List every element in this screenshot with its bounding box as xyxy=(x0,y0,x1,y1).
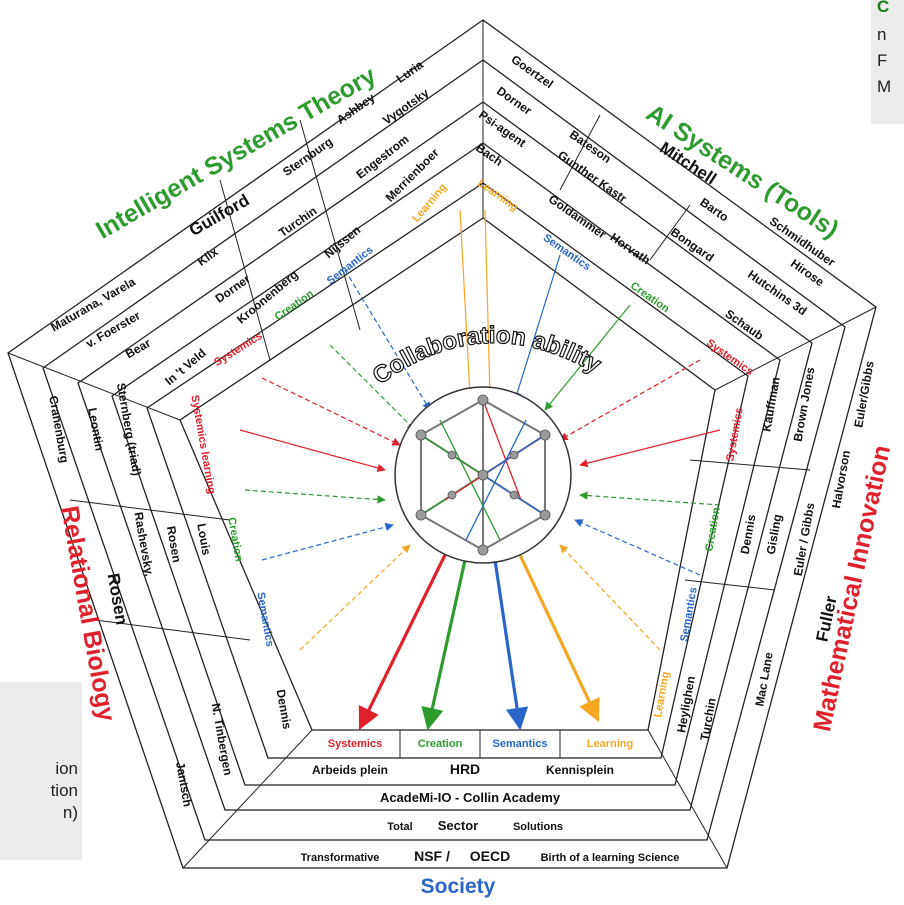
note-top-right-line-1: n xyxy=(877,25,887,44)
row1-hrd: HRD xyxy=(450,761,480,777)
name-turchin-right: Turchin xyxy=(697,697,718,742)
note-top-right-line-0: C xyxy=(877,0,890,16)
note-bottom-left-line-0: ion xyxy=(55,759,78,778)
name-tinbergen: N. Tinbergen xyxy=(209,702,235,776)
label-learning-bottom: Learning xyxy=(587,738,633,750)
note-bottom-left-line-1: tion xyxy=(50,781,78,800)
name-rosen-small: Rosen xyxy=(164,525,184,564)
note-top-right: C n F M xyxy=(871,0,904,124)
name-dennis-right: Dennis xyxy=(738,513,759,555)
row1-arbeidsplein: Arbeids plein xyxy=(312,763,388,777)
center-title: Collaboration ability xyxy=(368,322,606,390)
name-kauffman: Kauffman xyxy=(759,376,782,433)
name-guilford: Guilford xyxy=(186,190,253,240)
collaboration-sphere xyxy=(394,386,572,564)
title-mathematical-innovation: Mathematical Innovation xyxy=(808,443,896,734)
name-box-dividers xyxy=(69,114,811,758)
row4-transformative: Transformative xyxy=(301,852,380,864)
name-barto: Barto xyxy=(697,195,731,224)
name-halvorson: Halvorson xyxy=(829,449,853,509)
name-goldammer: Goldammer xyxy=(546,192,609,242)
label-creation-left: Creation xyxy=(225,516,245,562)
label-learning-tr: Learning xyxy=(475,177,520,213)
name-bongard: Bongard xyxy=(668,225,716,265)
name-brown-jones: Brown Jones xyxy=(791,366,818,443)
name-dennis-left: Dennis xyxy=(274,688,295,730)
label-semantics-left: Semantics xyxy=(254,591,275,647)
row4-oecd: OECD xyxy=(470,848,510,864)
label-systemics-tr: Systemics xyxy=(704,337,755,378)
name-rosen-big: Rosen xyxy=(104,572,132,626)
row3-sector: Sector xyxy=(438,818,478,833)
arrows xyxy=(239,209,721,731)
name-bach: Bach xyxy=(473,141,505,169)
name-gisling: Gisling xyxy=(764,513,785,555)
label-systemics-tl: Systemics xyxy=(212,330,265,369)
title-ai-systems-tools: AI Systems (Tools) xyxy=(641,99,843,244)
note-bottom-left-line-2: n) xyxy=(62,803,78,822)
name-horvath: Horvath xyxy=(608,230,653,267)
row4-nsf: NSF / xyxy=(414,848,450,864)
name-bear: Bear xyxy=(123,336,153,362)
label-systemics-learning: Systemics learning xyxy=(188,394,217,495)
pentagon-outer xyxy=(7,19,877,869)
name-schaub: Schaub xyxy=(723,307,767,343)
label-semantics-bottom: Semantics xyxy=(492,738,547,750)
label-systemics-right: Systemics xyxy=(724,407,745,463)
pentagon-ring-5 xyxy=(146,182,749,759)
name-luria: Luria xyxy=(394,57,426,85)
name-rashevsky: Rashevsky, xyxy=(131,511,156,578)
label-learning-right: Learning xyxy=(652,671,672,719)
bottom-rows: Arbeids plein HRD Kennisplein AcadeMi-IO… xyxy=(301,761,680,864)
pentagon-ring-2 xyxy=(42,59,846,841)
title-intelligent-systems-theory: Intelligent Systems Theory xyxy=(91,61,381,244)
label-systemics-bottom: Systemics xyxy=(328,738,382,750)
note-bottom-left: ion tion n) xyxy=(0,682,82,860)
name-louis: Louis xyxy=(194,522,213,556)
name-dorner-tr: Dorner xyxy=(494,84,535,118)
label-semantics-right: Semantics xyxy=(678,586,699,642)
label-creation-tr: Creation xyxy=(628,280,672,316)
name-turchin-tl: Turchin xyxy=(276,204,319,240)
name-klix: Klix xyxy=(195,244,221,268)
note-top-right-line-2: F xyxy=(877,51,888,70)
title-society: Society xyxy=(421,875,496,898)
pentagon-spokes xyxy=(7,20,877,869)
name-vygotsky: Vygotsky xyxy=(380,86,432,128)
row2-academio: AcadeMi-IO - Collin Academy xyxy=(380,790,561,805)
name-jantsch: Jantsch xyxy=(173,761,195,808)
row4-birth: Birth of a learning Science xyxy=(541,852,680,864)
row3-total: Total xyxy=(387,821,412,833)
name-cranenburg: Cranenburg xyxy=(46,395,72,464)
row3-solutions: Solutions xyxy=(513,821,563,833)
name-dorner-tl: Dorner xyxy=(213,272,254,306)
pentagon-ring-3 xyxy=(77,101,813,811)
label-creation-right: Creation xyxy=(703,506,723,552)
name-leontin: Leontin xyxy=(85,407,106,452)
pentagon-ring-4 xyxy=(111,142,781,786)
label-creation-bottom: Creation xyxy=(418,738,463,750)
row1-kennisplein: Kennisplein xyxy=(546,763,614,777)
note-top-right-line-3: M xyxy=(877,77,892,96)
name-sternberg-triad: Sternberg (triad) xyxy=(114,382,144,477)
name-euler-gibbs-top: Euler/Gibbs xyxy=(851,360,877,429)
name-goertzel: Goertzel xyxy=(509,52,556,91)
